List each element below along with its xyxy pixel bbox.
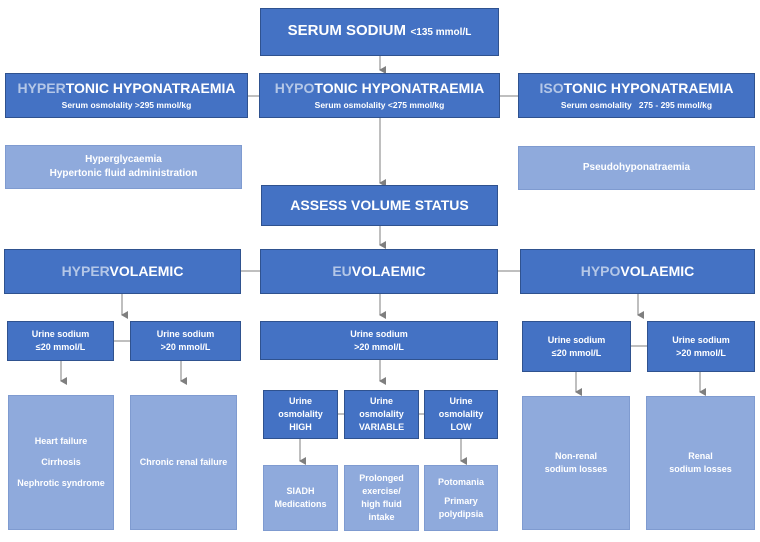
hypertonic-prefix: HYPER: [17, 80, 66, 96]
outcome-intake: intake: [368, 512, 395, 522]
outcome-renal: Renal: [688, 451, 713, 461]
cause-hypertonic-fluid: Hypertonic fluid administration: [49, 168, 198, 179]
hypervolaemic-box: HYPERVOLAEMIC: [4, 249, 241, 294]
urine-sodium-hyper-high-box: Urine sodium >20 mmol/L: [130, 321, 241, 361]
euvolaemic-prefix: EU: [332, 263, 352, 279]
urine-sodium-value: >20 mmol/L: [676, 347, 726, 358]
cause-hyperglycaemia: Hyperglycaemia: [85, 154, 162, 165]
serum-sodium-threshold: <135 mmol/L: [410, 27, 472, 38]
urine-sodium-hyper-low-box: Urine sodium ≤20 mmol/L: [7, 321, 114, 361]
urine-osmolality-line3: VARIABLE: [358, 422, 405, 432]
outcome-non-renal: Non-renal: [554, 451, 597, 461]
assess-volume-status-label: ASSESS VOLUME STATUS: [290, 197, 469, 213]
hypotonic-prefix: HYPO: [274, 80, 315, 96]
hypovolaemic-low-outcome-box: Non-renal sodium losses: [522, 396, 630, 530]
urine-osmolality-line1: Urine: [369, 396, 393, 406]
urine-osmolality-variable-box: Urine osmolality VARIABLE: [344, 390, 419, 439]
urine-sodium-label: Urine sodium: [156, 329, 215, 339]
hypovolaemic-title: VOLAEMIC: [620, 263, 695, 279]
isotonic-osmolality: Serum osmolality 275 - 295 mmol/kg: [560, 100, 713, 110]
osmolality-low-outcome-box: Potomania Primary polydipsia: [424, 465, 498, 531]
isotonic-cause-box: Pseudohyponatraemia: [518, 146, 755, 190]
urine-sodium-label: Urine sodium: [672, 334, 730, 345]
outcome-medications: Medications: [274, 499, 327, 509]
outcome-cirrhosis: Cirrhosis: [41, 457, 81, 467]
outcome-high-fluid: high fluid: [361, 499, 402, 509]
urine-osmolality-line2: osmolality: [359, 409, 404, 419]
serum-sodium-title: SERUM SODIUM: [287, 22, 407, 39]
outcome-chronic-renal-failure: Chronic renal failure: [139, 457, 228, 467]
urine-osmolality-line3: LOW: [450, 422, 472, 432]
hypotonic-osmolality: Serum osmolality <275 mmol/kg: [314, 100, 445, 110]
outcome-polydipsia: polydipsia: [438, 508, 484, 519]
urine-sodium-value: >20 mmol/L: [354, 341, 404, 352]
outcome-primary: Primary: [444, 495, 478, 506]
hypotonic-title: TONIC HYPONATRAEMIA: [314, 80, 485, 96]
euvolaemic-box: EUVOLAEMIC: [260, 249, 498, 294]
outcome-siadh: SIADH: [286, 486, 315, 496]
hypervolaemic-prefix: HYPER: [61, 263, 110, 279]
hypotonic-box: HYPOTONIC HYPONATRAEMIA Serum osmolality…: [259, 73, 500, 118]
urine-osmolality-line2: osmolality: [278, 409, 323, 419]
urine-sodium-hypo-high-box: Urine sodium >20 mmol/L: [647, 321, 755, 372]
isotonic-title: TONIC HYPONATRAEMIA: [563, 80, 734, 96]
hypertonic-causes-box: Hyperglycaemia Hypertonic fluid administ…: [5, 145, 242, 189]
hypertonic-osmolality: Serum osmolality >295 mmol/kg: [61, 100, 192, 110]
urine-sodium-hypo-low-box: Urine sodium ≤20 mmol/L: [522, 321, 631, 372]
hypertonic-title: TONIC HYPONATRAEMIA: [65, 80, 236, 96]
outcome-potomania: Potomania: [437, 476, 484, 487]
urine-osmolality-line1: Urine: [288, 396, 312, 406]
urine-osmolality-line2: osmolality: [438, 409, 484, 419]
outcome-sodium-losses: sodium losses: [544, 464, 608, 474]
isotonic-box: ISOTONIC HYPONATRAEMIA Serum osmolality …: [518, 73, 755, 118]
outcome-nephrotic-syndrome: Nephrotic syndrome: [17, 478, 105, 488]
urine-osmolality-high-box: Urine osmolality HIGH: [263, 390, 338, 439]
cause-pseudohyponatraemia: Pseudohyponatraemia: [582, 162, 691, 173]
assess-volume-status-box: ASSESS VOLUME STATUS: [261, 185, 498, 226]
outcome-sodium-losses: sodium losses: [669, 464, 732, 474]
hypervolaemic-high-outcome-box: Chronic renal failure: [130, 395, 237, 530]
urine-sodium-value: ≤20 mmol/L: [551, 347, 602, 358]
urine-sodium-label: Urine sodium: [350, 328, 408, 339]
outcome-exercise: exercise/: [362, 486, 401, 496]
isotonic-prefix: ISO: [539, 80, 564, 96]
urine-osmolality-line1: Urine: [449, 396, 473, 406]
hypervolaemic-title: VOLAEMIC: [109, 263, 184, 279]
urine-sodium-value: ≤20 mmol/L: [35, 342, 86, 352]
urine-sodium-eu-box: Urine sodium >20 mmol/L: [260, 321, 498, 360]
hypovolaemic-high-outcome-box: Renal sodium losses: [646, 396, 755, 530]
outcome-prolonged: Prolonged: [359, 473, 404, 483]
hypervolaemic-low-outcome-box: Heart failure Cirrhosis Nephrotic syndro…: [8, 395, 114, 530]
urine-sodium-value: >20 mmol/L: [160, 342, 211, 352]
urine-osmolality-low-box: Urine osmolality LOW: [424, 390, 498, 439]
serum-sodium-box: SERUM SODIUM <135 mmol/L: [260, 8, 499, 56]
outcome-heart-failure: Heart failure: [34, 436, 88, 446]
hypovolaemic-box: HYPOVOLAEMIC: [520, 249, 755, 294]
hypertonic-box: HYPERTONIC HYPONATRAEMIA Serum osmolalit…: [5, 73, 248, 118]
euvolaemic-title: VOLAEMIC: [351, 263, 426, 279]
urine-sodium-label: Urine sodium: [547, 334, 606, 345]
hypovolaemic-prefix: HYPO: [580, 263, 621, 279]
urine-sodium-label: Urine sodium: [31, 329, 90, 339]
osmolality-high-outcome-box: SIADH Medications: [263, 465, 338, 531]
osmolality-variable-outcome-box: Prolonged exercise/ high fluid intake: [344, 465, 419, 531]
urine-osmolality-line3: HIGH: [289, 422, 312, 432]
